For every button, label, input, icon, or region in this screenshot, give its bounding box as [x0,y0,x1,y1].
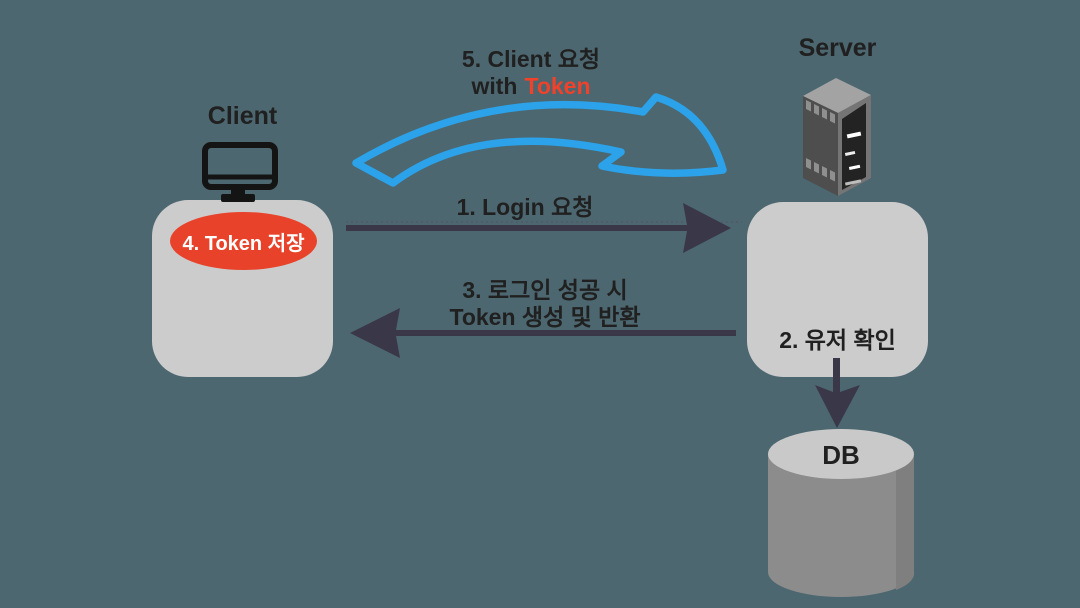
token-return-arrow [350,308,736,358]
step5-token-word: Token [524,73,591,99]
token-request-curved-arrow [352,93,727,187]
rack-vents [806,99,835,182]
step5-line1: 5. Client 요청 [461,46,601,72]
token-storage-badge: 4. Token 저장 [170,212,317,270]
step1-label: 1. Login 요청 [456,194,594,220]
monitor-icon [202,142,278,202]
rack-lights [844,131,862,186]
step3-line1: 3. 로그인 성공 시 [462,277,628,303]
rack-left-face [803,96,838,196]
server-label: Server [798,34,877,62]
db-label: DB [822,440,860,470]
login-request-arrow-shape [346,203,731,253]
login-request-arrow [346,203,742,253]
server-rack-icon [803,78,871,196]
user-check-label: 2. 유저 확인 [779,327,896,353]
rack-panel [842,103,866,190]
db-body [768,454,914,597]
rack-top-face [803,78,871,113]
server-to-db-arrow [815,358,860,428]
database-cylinder-icon [768,429,915,597]
step3-label: 3. 로그인 성공 시 Token 생성 및 반환 [390,277,700,331]
server-box [747,202,928,377]
step3-line2: Token 생성 및 반환 [449,304,641,330]
client-label: Client [207,102,278,130]
step5-with-word: with [471,73,518,99]
db-body-shade [896,454,915,590]
monitor-stand-base [221,194,255,202]
db-top [768,429,914,479]
monitor-screen [202,142,278,190]
